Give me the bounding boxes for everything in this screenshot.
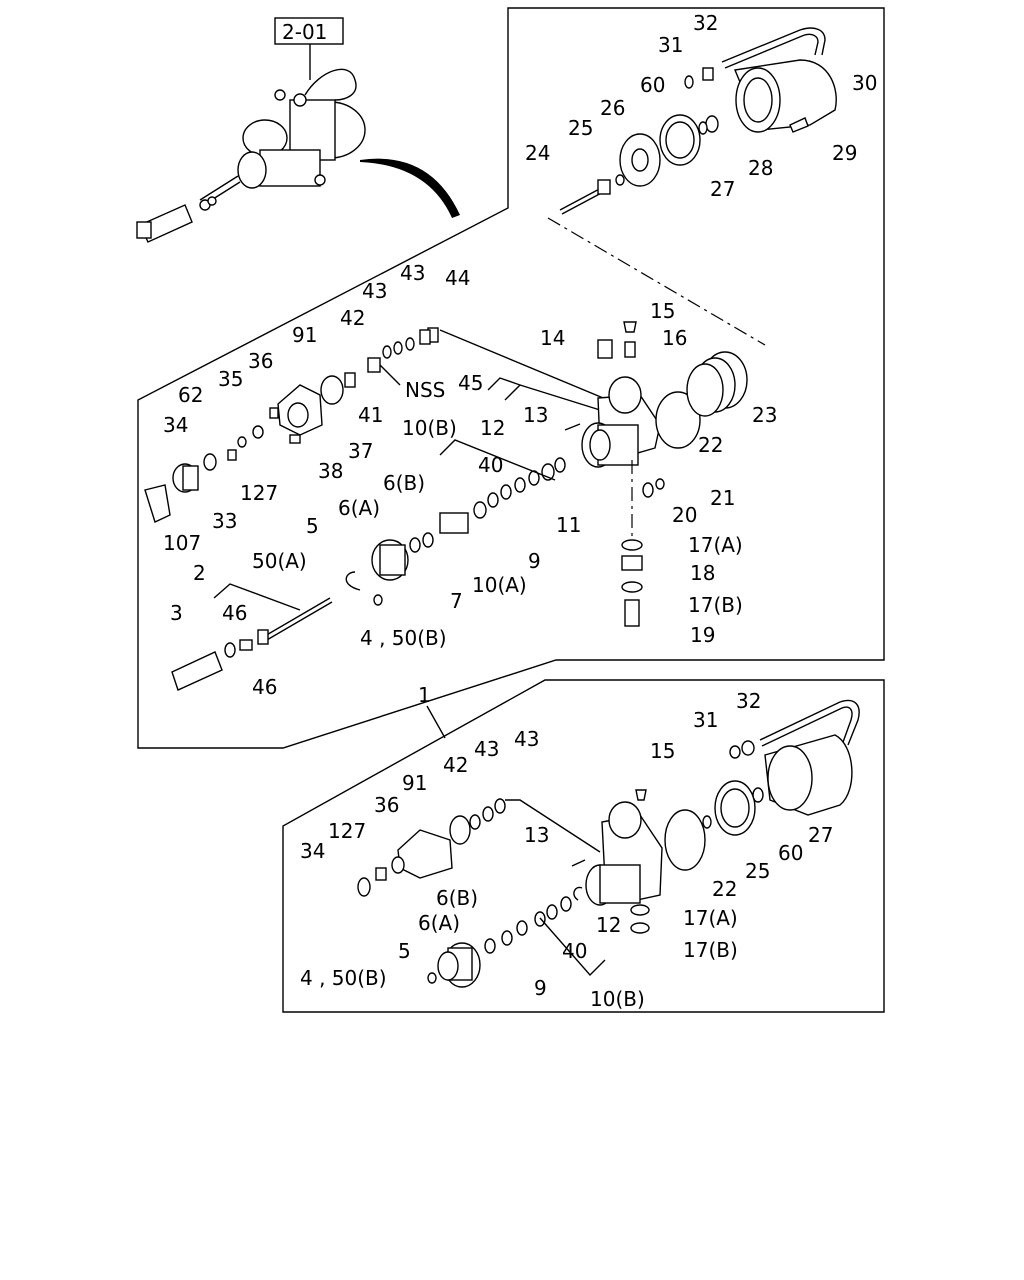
label-18: 18 [690,561,715,585]
label-9: 9 [528,549,541,573]
label-14: 14 [540,326,565,350]
label-38: 38 [318,459,343,483]
label-45: 45 [458,371,483,395]
lower-label-43a: 43 [514,727,539,751]
label-44: 44 [445,266,470,290]
lower-label-31: 31 [693,708,718,732]
label-10a: 10(A) [472,573,527,597]
label-60: 60 [640,73,665,97]
label-25: 25 [568,116,593,140]
label-21: 21 [710,486,735,510]
label-20: 20 [672,503,697,527]
lower-label-25: 25 [745,859,770,883]
lower-label-10b: 10(B) [590,987,645,1011]
label-19: 19 [690,623,715,647]
label-33: 33 [212,509,237,533]
label-450b: 4 , 50(B) [360,626,447,650]
label-10b: 10(B) [402,416,457,440]
label-3: 3 [170,601,183,625]
label-16: 16 [662,326,687,350]
label-37: 37 [348,439,373,463]
label-41: 41 [358,403,383,427]
lower-label-27: 27 [808,823,833,847]
label-46a: 46 [222,601,247,625]
lower-label-12: 12 [596,913,621,937]
lower-label-34: 34 [300,839,325,863]
lower-label-9: 9 [534,976,547,1000]
reference-assembly: 2-01 [136,17,460,243]
label-17a: 17(A) [688,533,743,557]
lower-label-32: 32 [736,689,761,713]
lower-label-6a: 6(A) [418,911,460,935]
label-127: 127 [240,481,278,505]
label-62: 62 [178,383,203,407]
label-32: 32 [693,11,718,35]
label-nss: NSS [405,378,445,402]
label-35: 35 [218,367,243,391]
lower-labels: 1 32 31 43 43 15 42 91 36 127 13 27 34 6… [300,683,833,1011]
label-31: 31 [658,33,683,57]
lower-label-17b: 17(B) [683,938,738,962]
lower-label-42: 42 [443,753,468,777]
ref-label: 2-01 [282,20,327,44]
lower-parts-group [357,699,860,988]
lower-label-6b: 6(B) [436,886,478,910]
label-26: 26 [600,96,625,120]
label-91: 91 [292,323,317,347]
ref-box [274,17,344,45]
upper-frame [137,7,885,749]
label-12: 12 [480,416,505,440]
lower-label-40: 40 [562,939,587,963]
label-22: 22 [698,433,723,457]
label-27: 27 [710,177,735,201]
label-107: 107 [163,531,201,555]
label-23: 23 [752,403,777,427]
label-42: 42 [340,306,365,330]
lower-label-36: 36 [374,793,399,817]
upper-diaphragm-group [547,27,837,346]
lower-label-1: 1 [418,683,431,707]
label-40: 40 [478,453,503,477]
lower-label-5: 5 [398,939,411,963]
label-6a: 6(A) [338,496,380,520]
label-43a: 43 [400,261,425,285]
lower-label-13: 13 [524,823,549,847]
lower-label-22: 22 [712,877,737,901]
label-7: 7 [450,589,463,613]
lower-label-91: 91 [402,771,427,795]
lower-label-43b: 43 [474,737,499,761]
lower-label-17a: 17(A) [683,906,738,930]
label-43b: 43 [362,279,387,303]
label-2: 2 [193,561,206,585]
label-11: 11 [556,513,581,537]
upper-labels: 31 32 30 60 26 25 24 28 27 29 43 44 43 4… [163,11,877,699]
upper-valve-group [144,321,748,691]
label-24: 24 [525,141,550,165]
lower-frame [282,679,885,1013]
lower-label-60: 60 [778,841,803,865]
label-30: 30 [852,71,877,95]
label-46b: 46 [252,675,277,699]
label-34: 34 [163,413,188,437]
label-28: 28 [748,156,773,180]
label-17b: 17(B) [688,593,743,617]
label-50a: 50(A) [252,549,307,573]
lower-label-450b: 4 , 50(B) [300,966,387,990]
lower-label-127: 127 [328,819,366,843]
label-5: 5 [306,514,319,538]
label-15: 15 [650,299,675,323]
lower-label-15: 15 [650,739,675,763]
label-36: 36 [248,349,273,373]
label-29: 29 [832,141,857,165]
label-6b: 6(B) [383,471,425,495]
label-13: 13 [523,403,548,427]
